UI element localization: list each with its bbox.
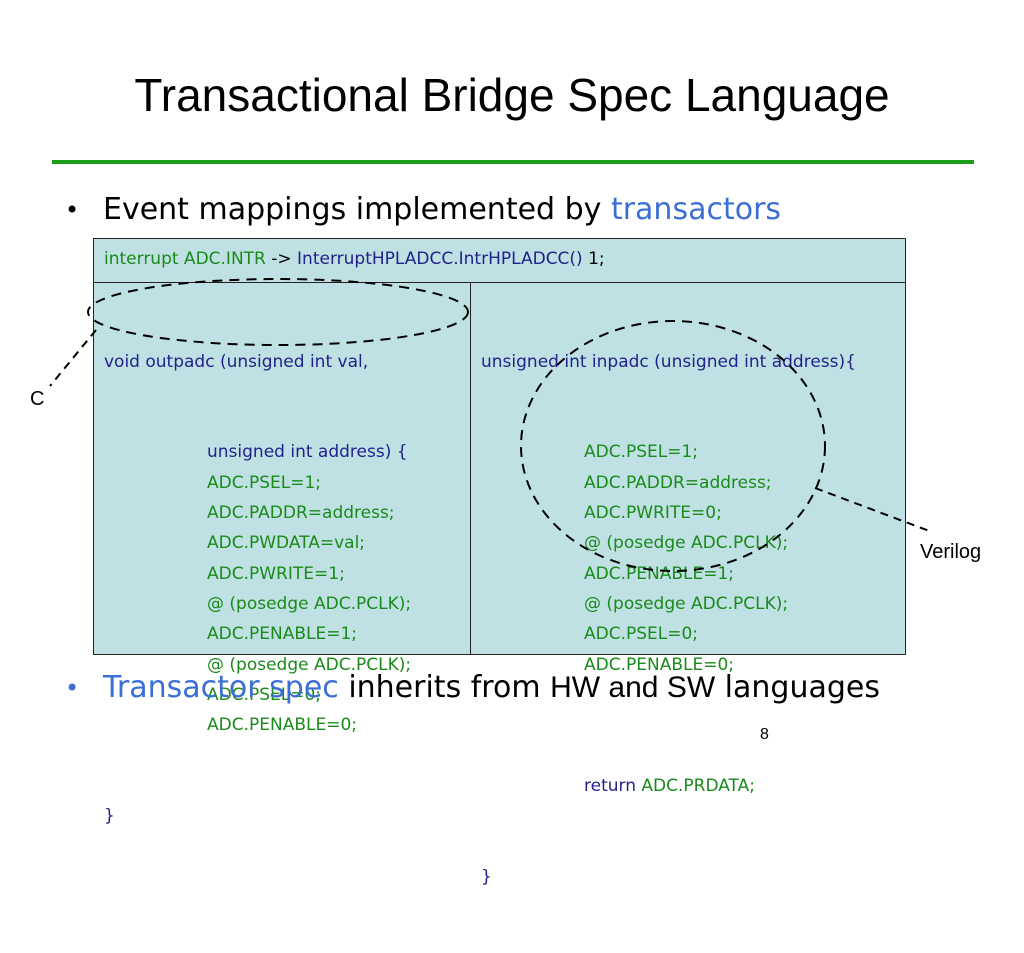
left-close-brace: } — [104, 806, 115, 827]
right-return-line: return ADC.PRDATA; — [481, 771, 856, 801]
table-header-row: interrupt ADC.INTR -> InterruptHPLADCC.I… — [94, 239, 905, 283]
code-line: ADC.PWRITE=0; — [584, 503, 722, 524]
right-signature: unsigned int inpadc (unsigned int addres… — [481, 351, 856, 372]
c-ellipse — [87, 278, 469, 346]
code-line: @ (posedge ADC.PCLK); — [207, 593, 412, 614]
callout-c: C — [30, 388, 45, 410]
callout-verilog: Verilog — [920, 541, 982, 563]
bullet-dot: • — [65, 196, 80, 224]
code-line: ADC.PENABLE=1; — [207, 624, 357, 645]
left-body: unsigned int address) { ADC.PSEL=1; ADC.PA… — [104, 437, 411, 740]
title-underline — [52, 160, 974, 164]
c-leader-line — [49, 329, 97, 387]
code-line: unsigned int address) { — [207, 442, 408, 463]
code-line: ADC.PWRITE=1; — [207, 563, 345, 584]
interrupt-handler: InterruptHPLADCC.IntrHPLADCC() — [297, 249, 583, 269]
bullet-text: inherits from — [338, 670, 551, 705]
code-line: ADC.PSEL=0; — [584, 624, 699, 645]
code-line: ADC.PWDATA=val; — [207, 533, 366, 554]
left-signature: void outpadc (unsigned int val, — [104, 351, 369, 372]
code-line: ADC.PADDR=address; — [584, 472, 772, 493]
right-code-cell: unsigned int inpadc (unsigned int addres… — [481, 286, 856, 953]
code-line: @ (posedge ADC.PCLK); — [207, 654, 412, 675]
bullet-sw: SW — [666, 671, 716, 704]
right-body: ADC.PSEL=1; ADC.PADDR=address; ADC.PWRITE=… — [481, 437, 856, 710]
code-line: ADC.PENABLE=0; — [207, 715, 357, 736]
code-line: ADC.PADDR=address; — [207, 503, 395, 524]
mapping-arrow: -> — [265, 249, 298, 269]
code-line: ADC.PENABLE=0; — [584, 654, 734, 675]
annotation-overlay — [49, 278, 933, 572]
return-value: ADC.PRDATA; — [635, 775, 755, 796]
bullet-and: and — [600, 671, 667, 704]
code-table: interrupt ADC.INTR -> InterruptHPLADCC.I… — [93, 238, 906, 887]
bullet-text: Event mappings implemented by — [103, 192, 611, 227]
code-line: @ (posedge ADC.PCLK); — [584, 533, 789, 554]
verilog-ellipse — [520, 320, 826, 572]
page-number: 8 — [760, 726, 769, 743]
bullet-transactor-spec: • Transactor spec inherits from HW and S… — [65, 668, 880, 708]
left-code-cell: void outpadc (unsigned int val, unsigned… — [104, 286, 411, 892]
column-divider — [470, 283, 471, 654]
slide-title: Transactional Bridge Spec Language — [134, 69, 890, 121]
mapping-priority: 1; — [582, 249, 605, 269]
bullet-text-end: languages — [715, 670, 880, 705]
interrupt-source: interrupt ADC.INTR — [104, 249, 266, 269]
bullet-event-mappings: • Event mappings implemented by transact… — [65, 190, 782, 230]
interrupt-mapping: interrupt ADC.INTR -> InterruptHPLADCC.I… — [104, 247, 605, 271]
code-line: @ (posedge ADC.PCLK); — [584, 593, 789, 614]
code-line: ADC.PSEL=0; — [207, 684, 322, 705]
verilog-leader-line — [814, 487, 933, 533]
bullet-hw: HW — [550, 671, 601, 704]
code-line: ADC.PSEL=1; — [584, 442, 699, 463]
bullet-highlight-transactors: transactors — [610, 192, 782, 227]
code-line: ADC.PSEL=1; — [207, 472, 322, 493]
bullet-highlight-transactor-spec: Transactor spec — [103, 670, 339, 705]
return-keyword: return — [584, 775, 636, 796]
right-close-brace: } — [481, 866, 492, 887]
bullet-dot: • — [65, 674, 80, 702]
